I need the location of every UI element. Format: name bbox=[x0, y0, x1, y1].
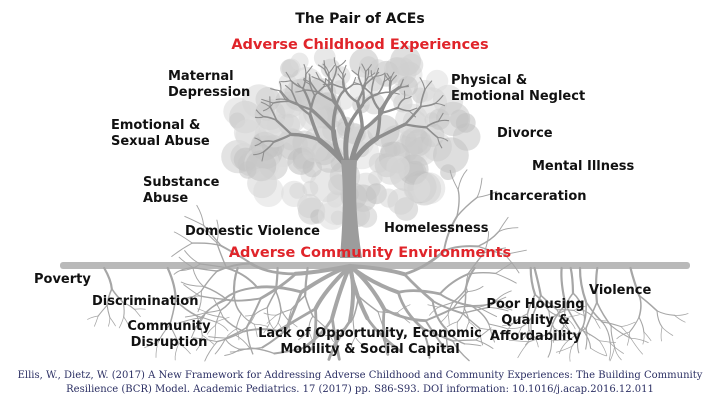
label-substance-abuse: Substance Abuse bbox=[143, 175, 220, 206]
tree-trunk bbox=[340, 160, 362, 258]
label-lack-of-opportunity: Lack of Opportunity, Economic Mobility &… bbox=[258, 326, 482, 357]
label-violence: Violence bbox=[589, 283, 652, 298]
label-physical-emotional-neglect: Physical & Emotional Neglect bbox=[451, 73, 586, 104]
label-domestic-violence: Domestic Violence bbox=[185, 224, 320, 239]
ground-line bbox=[60, 262, 690, 269]
diagram-title: The Pair of ACEs bbox=[295, 11, 425, 27]
tree-branches bbox=[253, 57, 450, 173]
label-discrimination: Discrimination bbox=[92, 294, 199, 309]
label-homelessness: Homelessness bbox=[384, 221, 489, 236]
label-emotional-sexual-abuse: Emotional & Sexual Abuse bbox=[111, 118, 210, 149]
adverse-community-environments-heading: Adverse Community Environments bbox=[228, 245, 512, 261]
label-divorce: Divorce bbox=[497, 126, 553, 141]
label-maternal-depression: Maternal Depression bbox=[168, 69, 251, 100]
label-incarceration: Incarceration bbox=[489, 189, 587, 204]
adverse-childhood-experiences-heading: Adverse Childhood Experiences bbox=[231, 37, 489, 53]
tree-canopy bbox=[221, 45, 481, 230]
citation-text: Ellis, W., Dietz, W. (2017) A New Framew… bbox=[17, 370, 703, 395]
tree-roots bbox=[87, 169, 689, 362]
label-poor-housing: Poor Housing Quality & Affordability bbox=[486, 297, 585, 344]
label-community-disruption: Community Disruption bbox=[127, 319, 211, 350]
label-mental-illness: Mental Illness bbox=[532, 159, 635, 174]
label-poverty: Poverty bbox=[34, 272, 91, 287]
